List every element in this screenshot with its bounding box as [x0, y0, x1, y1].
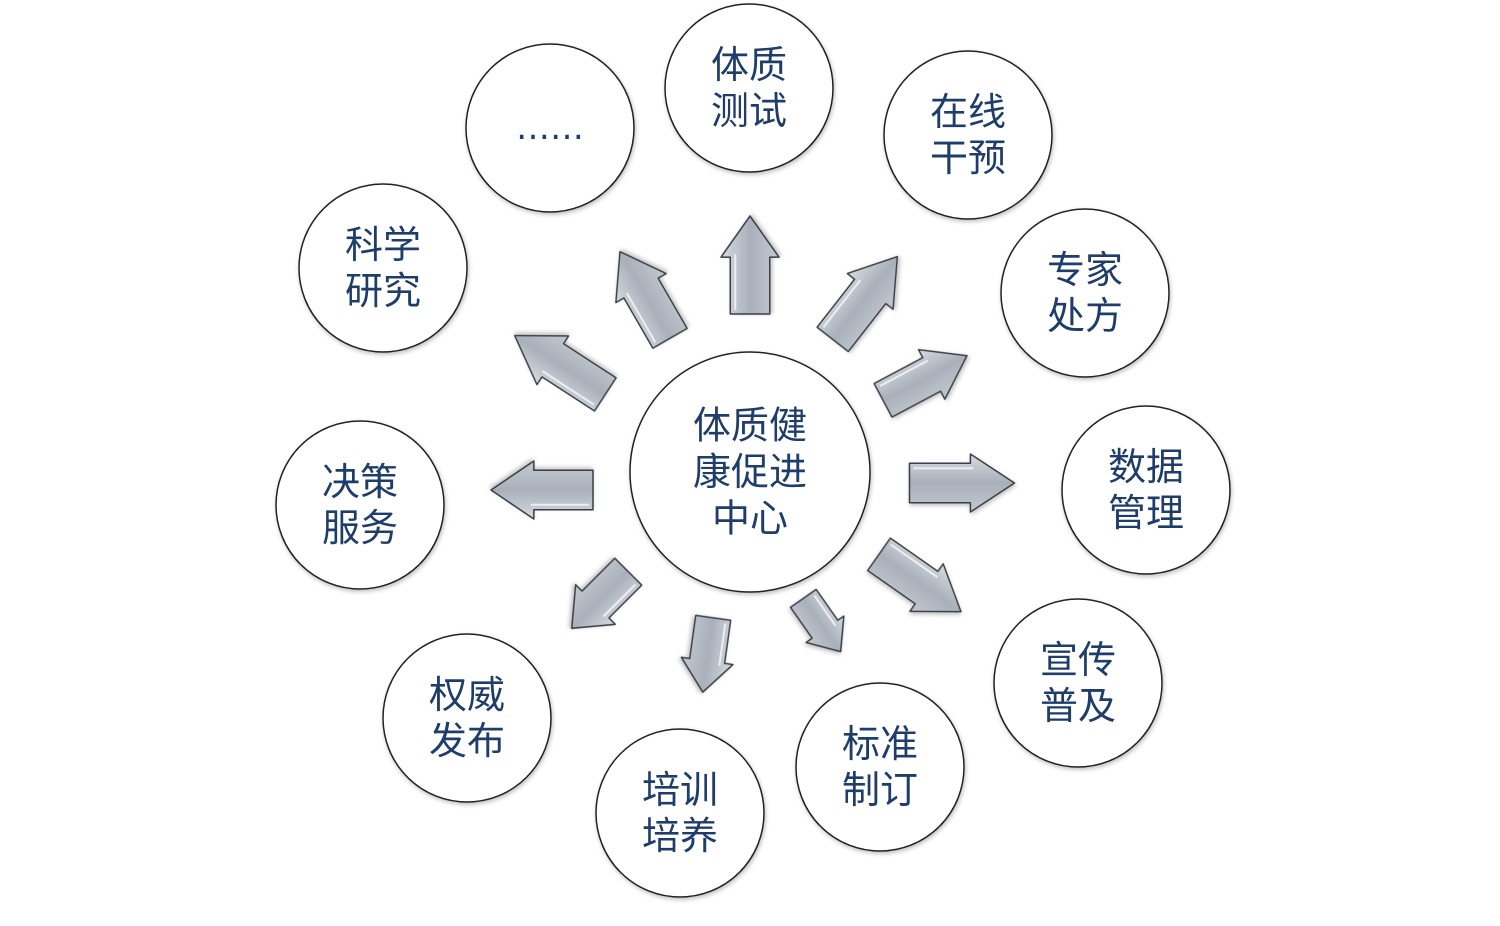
arrow-scientific-research [490, 460, 594, 520]
node-data-management-label-line: 数据 [1108, 445, 1184, 489]
center-node-label-line: 康促进 [693, 450, 807, 494]
node-publicity-label-line: 普及 [1040, 684, 1116, 728]
node-scientific-research-label-line: 研究 [345, 269, 421, 313]
node-more: …… [465, 43, 635, 213]
arrow-decision-service [570, 557, 643, 630]
node-authoritative-release-label-line: 发布 [429, 719, 505, 763]
node-training-label-line: 培训 [642, 768, 718, 812]
node-decision-service-label-line: 决策 [322, 460, 398, 504]
arrow-more [513, 334, 617, 412]
node-standard-setting-circle [795, 682, 965, 852]
node-scientific-research-circle [298, 183, 468, 353]
arrow-authoritative-release [680, 614, 734, 693]
node-online-intervention-circle [883, 50, 1053, 220]
node-authoritative-release-circle [382, 633, 552, 803]
node-physical-test-label-line: 体质 [711, 43, 787, 87]
node-more-label-line: …… [516, 108, 584, 148]
node-authoritative-release-label-line: 权威 [429, 673, 505, 717]
node-standard-setting-label-line: 标准 [842, 722, 918, 766]
arrow-physical-test [720, 215, 780, 315]
node-physical-test-circle [664, 3, 834, 173]
node-more-circle [465, 43, 635, 213]
node-online-intervention-label-line: 干预 [930, 136, 1006, 180]
node-standard-setting-label-line: 制订 [842, 768, 918, 812]
node-scientific-research-label-line: 科学 [345, 223, 421, 267]
node-expert-prescription-label-line: 专家 [1047, 248, 1123, 292]
node-training-circle [595, 728, 765, 898]
node-data-management-label-line: 管理 [1108, 491, 1184, 535]
arrow-training [789, 588, 845, 653]
center-node-label-line: 体质健 [693, 404, 807, 448]
node-decision-service-label-line: 服务 [322, 506, 398, 550]
center-node-label-line: 中心 [712, 496, 788, 540]
node-decision-service-circle [275, 420, 445, 590]
node-data-management-circle [1061, 405, 1231, 575]
node-training-label-line: 培养 [642, 814, 718, 858]
node-publicity-circle [993, 598, 1163, 768]
arrow-publicity [908, 453, 1016, 513]
arrows-layer [490, 215, 1016, 693]
arrow-expert-prescription [816, 255, 899, 353]
node-expert-prescription-circle [1000, 208, 1170, 378]
nodes-layer: 体质测试在线干预专家处方数据管理宣传普及标准制订培训培养权威发布决策服务科学研究… [275, 3, 1231, 898]
arrow-online-intervention [615, 250, 688, 349]
arrow-standard-setting [866, 537, 962, 613]
center-node-circle [629, 351, 871, 593]
node-expert-prescription-label-line: 处方 [1047, 294, 1123, 338]
arrow-data-management [873, 348, 968, 418]
node-online-intervention-label-line: 在线 [930, 90, 1006, 134]
node-physical-test-label-line: 测试 [711, 89, 787, 133]
node-publicity-label-line: 宣传 [1040, 638, 1116, 682]
